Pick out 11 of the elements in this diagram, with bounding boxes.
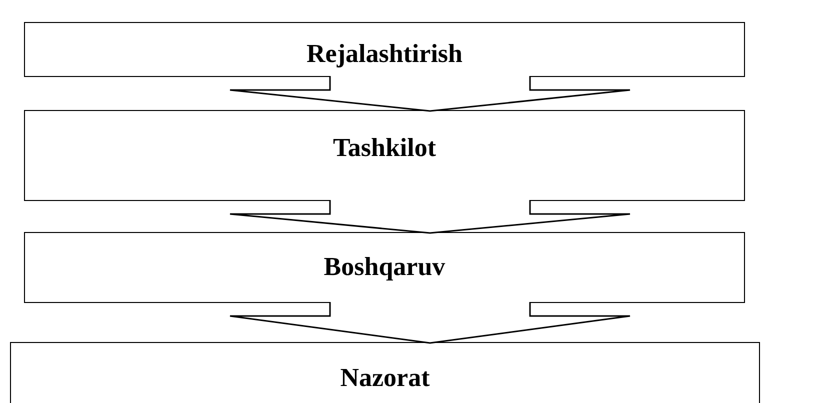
box-label: Rejalashtirish (306, 39, 462, 70)
process-box (24, 22, 745, 77)
box-label: Nazorat (340, 363, 430, 394)
block-arrow (229, 301, 631, 344)
box-label: Tashkilot (332, 133, 436, 164)
process-box (24, 232, 745, 303)
block-arrow (229, 199, 631, 234)
process-box (24, 110, 745, 201)
block-arrow (229, 75, 631, 112)
process-box (10, 342, 760, 403)
box-label: Boshqaruv (324, 252, 446, 283)
